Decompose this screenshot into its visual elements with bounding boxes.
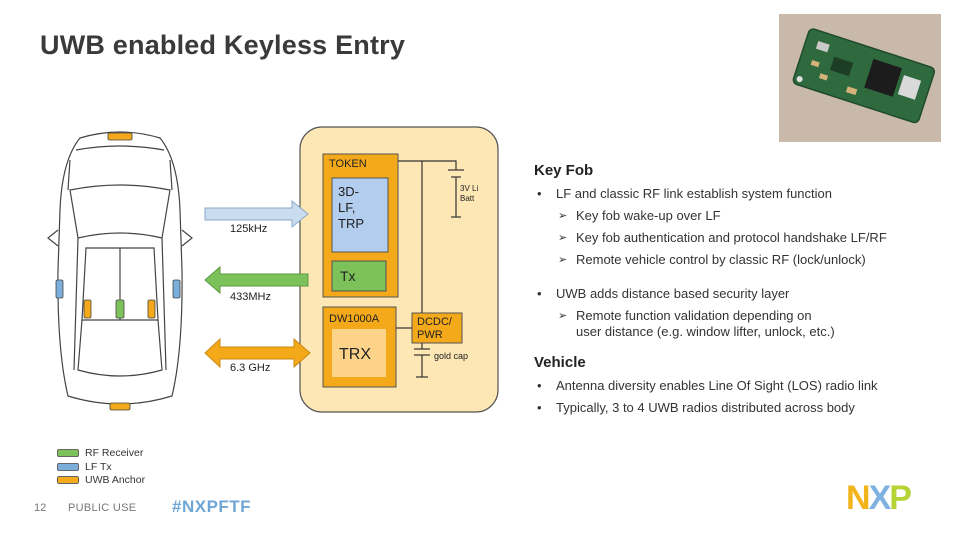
lf-line-3: TRP (338, 216, 364, 231)
legend-swatch-blue (57, 462, 79, 471)
sub-bullet-text: Remote function validation depending on (576, 308, 812, 323)
battery-line-2: Batt (460, 194, 475, 203)
sub-bullet-text: Remote vehicle control by classic RF (lo… (576, 252, 866, 267)
uwb-anchor-rear (109, 402, 131, 411)
svg-text:DCDC/ PWR: DCDC/ PWR (417, 316, 455, 341)
slide-title: UWB enabled Keyless Entry (40, 30, 406, 60)
uwb-board-photo (779, 14, 941, 142)
uwb-anchor-right (147, 299, 156, 319)
arrow-125khz (204, 199, 309, 229)
legend-label: RF Receiver (85, 446, 144, 459)
uwb-anchor-left (83, 299, 92, 319)
bullet-item: • Antenna diversity enables Line Of Sight… (534, 378, 944, 394)
nxp-logo: NXP (846, 479, 913, 514)
bullet-item: • LF and classic RF link establish system… (534, 186, 944, 202)
dcdc-line-1: DCDC/ (417, 316, 453, 328)
bullet-item: • UWB adds distance based security layer (534, 286, 944, 302)
bullet-text: Typically, 3 to 4 UWB radios distributed… (556, 400, 855, 415)
rf-receiver (115, 299, 125, 319)
sub-bullet-text: Key fob wake-up over LF (576, 208, 721, 223)
bullet-icon: • (537, 400, 542, 415)
goldcap-label: gold cap (434, 351, 468, 361)
lf-block (331, 177, 389, 253)
token-label: TOKEN (329, 158, 367, 170)
sub-bullet-text-cont: user distance (e.g. window lifter, unloc… (576, 324, 835, 339)
hashtag-label: #NXPFTF (172, 497, 252, 516)
svg-text:3V Li Batt: 3V Li Batt (460, 184, 480, 203)
arrow-6-3ghz (204, 337, 311, 369)
legend-item-rf-receiver: RF Receiver (57, 446, 143, 459)
arrow-bullet-icon: ➢ (558, 310, 568, 322)
sub-bullet-item: ➢ Key fob wake-up over LF (534, 208, 944, 224)
dcdc-line-2: PWR (417, 329, 443, 341)
dw1000a-label: DW1000A (329, 313, 380, 325)
arrow-bullet-icon: ➢ (558, 210, 568, 222)
bullet-text: LF and classic RF link establish system … (556, 186, 832, 201)
lf-line-1: 3D- (338, 184, 359, 199)
bullet-text-column: Key Fob • LF and classic RF link establis… (534, 162, 944, 422)
arrow-433mhz (204, 265, 309, 295)
trx-block (332, 329, 386, 377)
lf-tx-left (55, 279, 64, 299)
bullet-icon: • (537, 186, 542, 201)
dcdc-box (411, 312, 463, 344)
arrow-bullet-icon: ➢ (558, 254, 568, 266)
sub-bullet-text: Key fob authentication and protocol hand… (576, 230, 887, 245)
bullet-text: Antenna diversity enables Line Of Sight … (556, 378, 878, 393)
label-6-3ghz: 6.3 GHz (230, 362, 270, 374)
sub-bullet-item: ➢ Key fob authentication and protocol han… (534, 230, 944, 246)
legend-label: LF Tx (85, 460, 112, 473)
trx-label: TRX (339, 346, 371, 363)
battery-line-1: 3V Li (460, 184, 478, 193)
legend-swatch-orange (57, 475, 79, 484)
legend-swatch-green (57, 448, 79, 457)
svg-text:3D- LF, TRP: 3D- LF, TRP (338, 184, 364, 231)
legend-item-uwb-anchor: UWB Anchor (57, 473, 145, 486)
classification-label: PUBLIC USE (68, 502, 137, 514)
legend-item-lf-tx: LF Tx (57, 460, 112, 473)
svg-text:NXP: NXP (846, 479, 911, 514)
bullet-item: • Typically, 3 to 4 UWB radios distribute… (534, 400, 944, 416)
arrow-bullet-icon: ➢ (558, 232, 568, 244)
tx-label: Tx (340, 268, 356, 284)
label-125khz: 125kHz (230, 223, 267, 235)
bullet-icon: • (537, 378, 542, 393)
bullet-icon: • (537, 286, 542, 301)
uwb-anchor-front (107, 132, 133, 141)
bullet-text: UWB adds distance based security layer (556, 286, 790, 301)
sub-bullet-item: ➢ Remote function validation depending on… (534, 308, 944, 340)
lf-line-2: LF, (338, 200, 355, 215)
page-number: 12 (34, 502, 47, 514)
key-fob-heading: Key Fob (534, 162, 594, 179)
lf-tx-right (172, 279, 181, 299)
tx-block (331, 260, 387, 292)
car-top-view (47, 131, 193, 411)
label-433mhz: 433MHz (230, 291, 271, 303)
legend-label: UWB Anchor (85, 473, 146, 486)
sub-bullet-item: ➢ Remote vehicle control by classic RF (l… (534, 252, 944, 268)
vehicle-heading: Vehicle (534, 354, 586, 371)
keyfob-block-diagram: TOKEN 3D- LF, TRP Tx DW1000A TRX DCDC/ P… (204, 126, 499, 413)
